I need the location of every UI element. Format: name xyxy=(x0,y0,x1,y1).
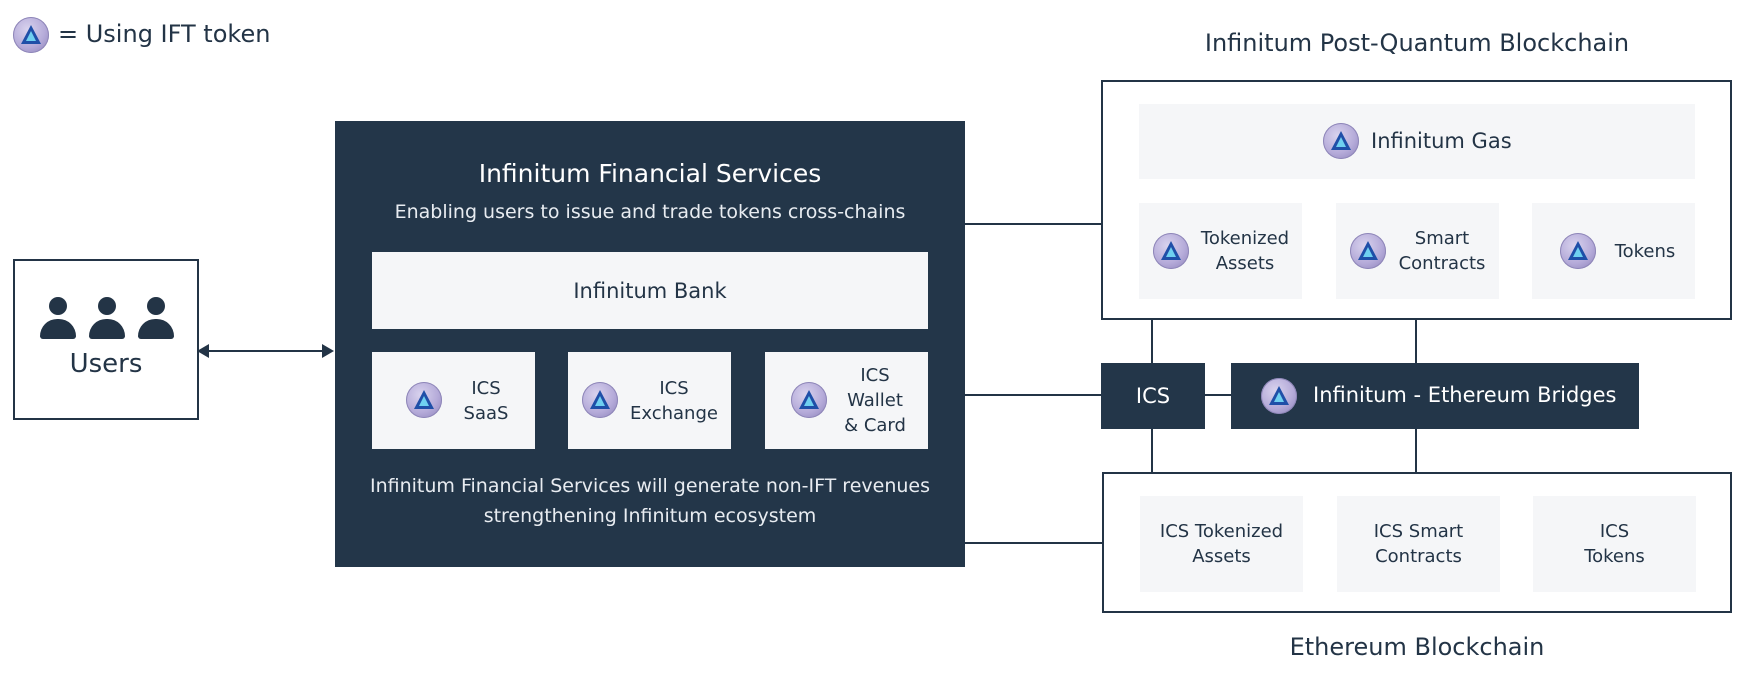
user-icon xyxy=(138,297,174,339)
ics-saas-box: ICS SaaS xyxy=(372,352,535,449)
connector-ics-up xyxy=(1151,318,1153,364)
connector-fs-to-pq xyxy=(965,223,1102,225)
financial-services-subtitle: Enabling users to issue and trade tokens… xyxy=(394,201,906,223)
legend-label: = Using IFT token xyxy=(58,20,271,48)
infinitum-bank-label: Infinitum Bank xyxy=(573,278,727,303)
smart-contracts-label: Smart Contracts xyxy=(1398,228,1486,274)
post-quantum-box: Infinitum Gas Tokenized Assets Smart Con… xyxy=(1101,80,1732,320)
tokens-label: Tokens xyxy=(1614,240,1676,262)
ift-token-icon xyxy=(1323,123,1359,159)
connector-fs-to-eth xyxy=(965,542,1102,544)
users-label: Users xyxy=(69,349,143,379)
ics-label: ICS xyxy=(1135,384,1171,408)
connector-ics-down xyxy=(1151,428,1153,474)
financial-services-panel: Infinitum Financial Services Enabling us… xyxy=(335,121,965,567)
connector-fs-to-ics xyxy=(965,394,1102,396)
users-arrow-right-head xyxy=(322,344,334,358)
users-box: Users xyxy=(13,259,199,420)
ics-saas-label: ICS SaaS xyxy=(463,377,509,424)
financial-services-title: Infinitum Financial Services xyxy=(478,159,822,188)
infinitum-gas-label: Infinitum Gas xyxy=(1371,129,1512,153)
tokenized-assets-label: Tokenized Assets xyxy=(1200,228,1290,274)
ics-wallet-card-label: ICS Wallet & Card xyxy=(844,365,906,436)
user-icon xyxy=(40,297,76,339)
ift-token-icon xyxy=(1350,233,1386,269)
ics-tokenized-assets-box: ICS Tokenized Assets xyxy=(1140,496,1303,592)
users-arrow-left-head xyxy=(197,344,209,358)
ics-exchange-box: ICS Exchange xyxy=(568,352,731,449)
bridges-box: Infinitum - Ethereum Bridges xyxy=(1231,363,1639,429)
users-arrow-line xyxy=(186,350,326,352)
tokens-box: Tokens xyxy=(1532,203,1695,299)
ethereum-box: ICS Tokenized Assets ICS Smart Contracts… xyxy=(1102,472,1732,613)
infinitum-bank-box: Infinitum Bank xyxy=(372,252,928,329)
ift-token-icon xyxy=(406,382,442,418)
ics-smart-contracts-box: ICS Smart Contracts xyxy=(1337,496,1500,592)
ics-tokens-box: ICS Tokens xyxy=(1533,496,1696,592)
connector-bridges-up xyxy=(1415,318,1417,364)
ift-token-icon xyxy=(1261,378,1297,414)
ift-token-icon xyxy=(582,382,618,418)
financial-services-footer: Infinitum Financial Services will genera… xyxy=(370,475,930,527)
ics-exchange-label: ICS Exchange xyxy=(630,377,718,424)
user-icon xyxy=(89,297,125,339)
tokenized-assets-box: Tokenized Assets xyxy=(1139,203,1302,299)
post-quantum-title: Infinitum Post-Quantum Blockchain xyxy=(1204,29,1630,57)
bridges-label: Infinitum - Ethereum Bridges xyxy=(1313,383,1617,407)
connector-bridges-down xyxy=(1415,428,1417,474)
ift-token-icon xyxy=(1560,233,1596,269)
ics-wallet-card-box: ICS Wallet & Card xyxy=(765,352,928,449)
infinitum-gas-box: Infinitum Gas xyxy=(1139,104,1695,179)
ift-token-icon xyxy=(1153,233,1189,269)
ics-box: ICS xyxy=(1101,363,1205,429)
ift-token-icon xyxy=(13,17,49,53)
connector-ics-to-bridges xyxy=(1204,394,1232,396)
ethereum-title: Ethereum Blockchain xyxy=(1289,633,1545,661)
ift-token-icon xyxy=(791,382,827,418)
smart-contracts-box: Smart Contracts xyxy=(1336,203,1499,299)
